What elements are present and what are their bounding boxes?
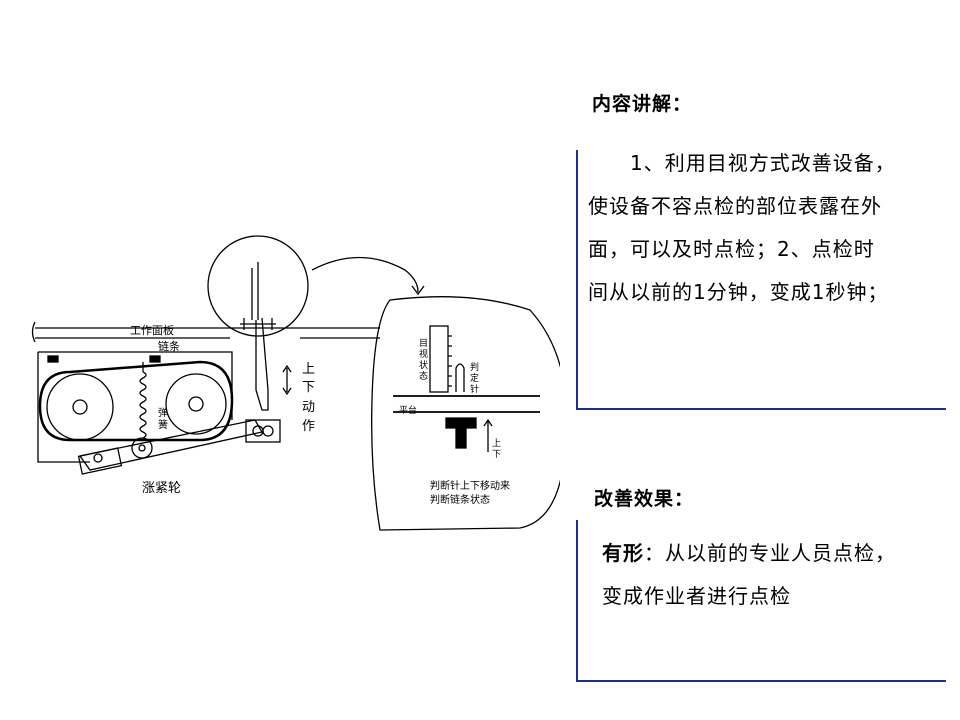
label-caption-2: 判断链条状态 bbox=[430, 493, 490, 506]
effect-line-1: 有形：从以前的专业人员点检， bbox=[602, 532, 947, 575]
left-wheel bbox=[46, 373, 114, 441]
label-visual-2: 视 bbox=[419, 348, 428, 360]
label-motion-2: 下 bbox=[302, 380, 315, 395]
label-judge-2: 定 bbox=[470, 372, 479, 384]
label-judge-1: 判 bbox=[470, 361, 479, 373]
label-chain: 链条 bbox=[158, 339, 180, 353]
label-updown-2: 下 bbox=[492, 450, 501, 460]
label-work-panel: 工作面板 bbox=[130, 323, 174, 337]
label-platform: 平台 bbox=[399, 404, 417, 416]
effect-text: 有形：从以前的专业人员点检， 变成作业者进行点检 bbox=[602, 532, 947, 618]
label-visual-1: 目 bbox=[419, 338, 428, 349]
label-motion-4: 作 bbox=[302, 419, 315, 434]
effect-frame-left bbox=[576, 520, 578, 682]
label-caption-1: 判断针上下移动来 bbox=[430, 479, 510, 492]
content-frame-bottom bbox=[576, 408, 946, 410]
label-spring-2: 簧 bbox=[158, 418, 168, 431]
content-line-1: 1、利用目视方式改善设备， bbox=[588, 151, 896, 175]
content-line-4: 间从以前的1分钟，变成1秒钟； bbox=[588, 280, 889, 304]
label-visual-3: 状 bbox=[419, 359, 428, 371]
label-tension-wheel: 涨紧轮 bbox=[142, 481, 181, 496]
tension-arm bbox=[78, 419, 264, 471]
zoom-arrow bbox=[311, 256, 419, 293]
label-updown-1: 上 bbox=[492, 438, 501, 449]
platform-line bbox=[393, 395, 540, 413]
needle bbox=[255, 317, 269, 411]
magnifier-circle bbox=[207, 235, 309, 337]
right-wheel bbox=[165, 373, 227, 435]
content-text: 1、利用目视方式改善设备， 使设备不容点检的部位表露在外 面，可以及时点检；2、… bbox=[588, 142, 948, 314]
effect-frame-bottom bbox=[576, 680, 946, 682]
visual-ruler bbox=[429, 325, 449, 393]
label-spring-1: 弹 bbox=[158, 406, 168, 419]
label-visual-4: 态 bbox=[419, 370, 428, 382]
content-heading: 内容讲解： bbox=[592, 93, 693, 115]
chain-loop bbox=[38, 360, 234, 442]
label-motion-1: 上 bbox=[302, 362, 315, 377]
tension-wheel bbox=[131, 437, 153, 459]
effect-heading: 改善效果： bbox=[594, 488, 695, 510]
label-judge-3: 针 bbox=[470, 383, 479, 395]
effect-line-1-rest: ：从以前的专业人员点检， bbox=[644, 541, 896, 565]
content-line-2: 使设备不容点检的部位表露在外 bbox=[588, 194, 882, 218]
content-line-3: 面，可以及时点检；2、点检时 bbox=[588, 237, 875, 261]
content-frame-left bbox=[576, 150, 578, 410]
effect-bold-lead: 有形 bbox=[602, 541, 644, 565]
zoom-bubble bbox=[371, 296, 560, 531]
label-motion-3: 动 bbox=[302, 400, 315, 415]
spring bbox=[139, 371, 147, 439]
machine-frame bbox=[37, 352, 90, 463]
chain-inspection-diagram: 工作面板 链条 弹 簧 涨紧轮 上 下 动 作 目 视 状 态 判 定 针 平台… bbox=[31, 235, 560, 531]
effect-line-2: 变成作业者进行点检 bbox=[602, 584, 791, 608]
